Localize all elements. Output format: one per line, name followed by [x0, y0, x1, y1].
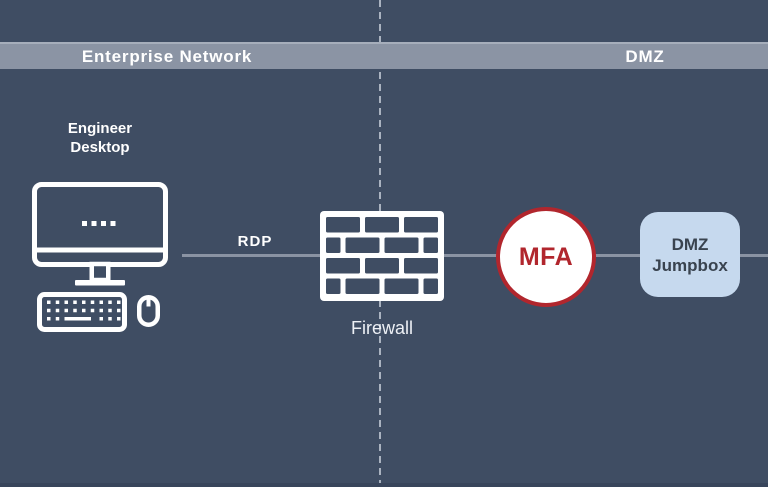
- bottom-edge-strip: [0, 483, 768, 487]
- dmz-jumpbox-node: DMZ Jumpbox: [640, 212, 740, 297]
- firewall-label: Firewall: [350, 318, 413, 338]
- firewall-icon: [320, 211, 444, 301]
- engineer-desktop-label: Engineer Desktop: [67, 120, 133, 156]
- mfa-label: MFA: [518, 242, 574, 271]
- rdp-connection-label: RDP: [237, 233, 273, 250]
- mfa-badge: MFA: [496, 207, 596, 307]
- zone-band: Enterprise Network DMZ: [0, 42, 768, 69]
- zone-label-enterprise: Enterprise Network: [81, 47, 253, 66]
- dmz-jumpbox-label: DMZ Jumpbox: [652, 234, 728, 275]
- connection-line: [182, 254, 768, 257]
- desktop-computer-icon: [32, 182, 168, 332]
- zone-label-dmz: DMZ: [625, 47, 665, 66]
